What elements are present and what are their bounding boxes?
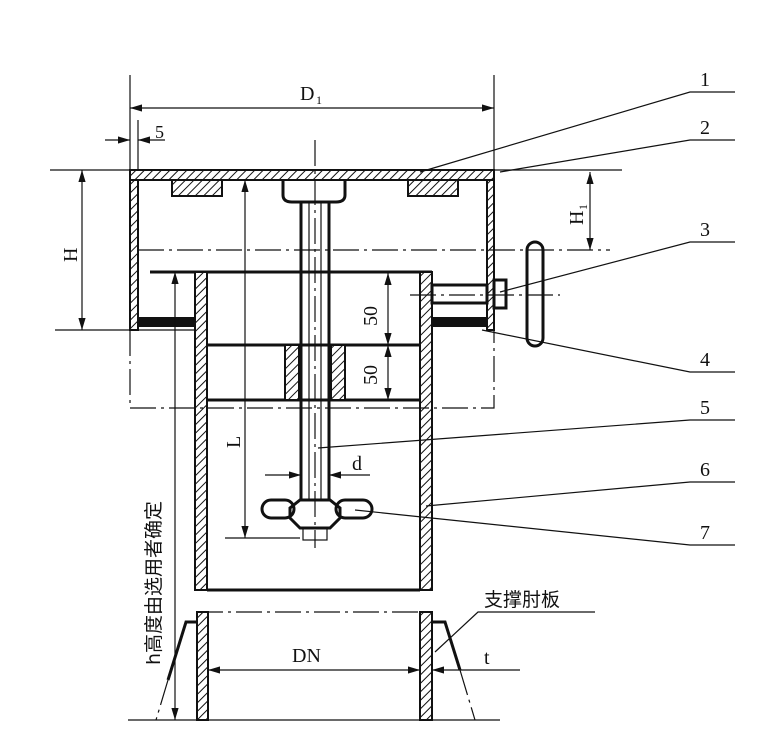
svg-text:L: L [223,436,245,448]
lower-tube-wall-right [419,611,433,721]
svg-text:1: 1 [576,204,590,210]
lower-tube-wall-left [196,611,209,721]
part-label-6: 6 [700,459,710,481]
housing-wall-right [486,179,495,331]
svg-text:d: d [352,453,362,475]
bottom-ring-left [138,317,195,327]
wall-thickness-dimension: 5 [105,120,165,172]
svg-text:50: 50 [360,306,382,326]
support-plate-left [166,620,197,681]
svg-text:H: H [60,248,82,262]
top-nut [281,180,347,204]
h1-dimension: H 1 [566,172,594,250]
part-label-1: 1 [700,69,710,91]
svg-text:H: H [566,211,588,225]
l-dimension: L [223,180,300,539]
part-label-3: 3 [700,219,710,241]
bushing-left [284,344,300,401]
gasket-left [171,179,223,197]
part-label-4: 4 [700,349,710,371]
h-height-dimension: h高度由选用者确定 [143,272,179,720]
support-plate-label: 支撑肘板 [484,589,560,611]
wing-nut [288,498,342,530]
dn-label: DN [292,645,321,667]
inner-tube-wall-left [194,271,208,591]
gasket-right [407,179,459,197]
svg-text:t: t [484,647,490,669]
h-dimension: H [55,170,200,331]
housing-wall-left [129,179,139,331]
bushing-right [330,344,346,401]
d1-label: D [300,83,314,105]
svg-text:1: 1 [316,93,322,107]
part-callouts: 1 2 3 4 5 6 7 [317,69,735,546]
svg-text:5: 5 [155,122,164,142]
part-label-5: 5 [700,397,710,419]
svg-text:h高度由选用者确定: h高度由选用者确定 [143,501,165,665]
d1-dimension: D 1 [129,75,495,172]
part-label-7: 7 [700,522,710,544]
top-cover-plate [129,169,495,181]
part-label-2: 2 [700,117,710,139]
svg-text:50: 50 [360,365,382,385]
inner-tube-wall-right [419,271,433,591]
bottom-ring-right [432,317,487,327]
fifty-dimensions: 50 50 [360,273,392,400]
d-dimension: d [265,453,370,479]
side-handle [410,240,560,348]
support-plate-right [432,620,462,671]
